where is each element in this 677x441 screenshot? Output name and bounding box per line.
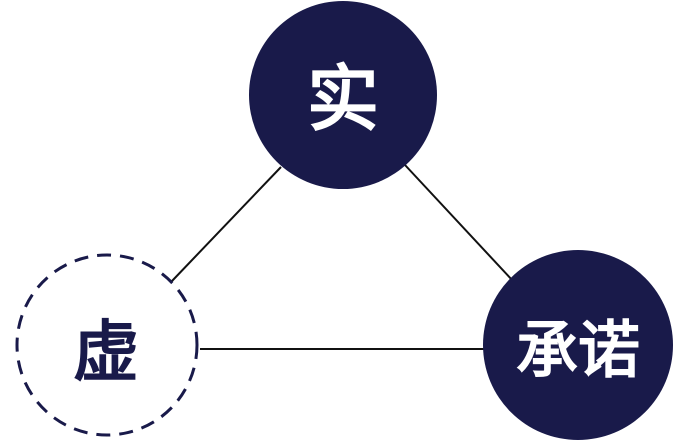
node-shi: 实	[249, 1, 437, 189]
node-chengnuo-label: 承诺	[516, 314, 640, 387]
node-chengnuo: 承诺	[483, 250, 673, 440]
node-xu-label: 虚	[73, 314, 139, 391]
node-xu-circle	[15, 253, 199, 437]
node-shi-label: 实	[307, 57, 379, 141]
node-chengnuo-circle	[483, 250, 673, 440]
node-xu: 虚	[15, 253, 199, 437]
node-shi-circle	[249, 1, 437, 189]
connector-shi-xu	[171, 166, 282, 282]
connector-shi-chengnuo	[404, 164, 514, 282]
